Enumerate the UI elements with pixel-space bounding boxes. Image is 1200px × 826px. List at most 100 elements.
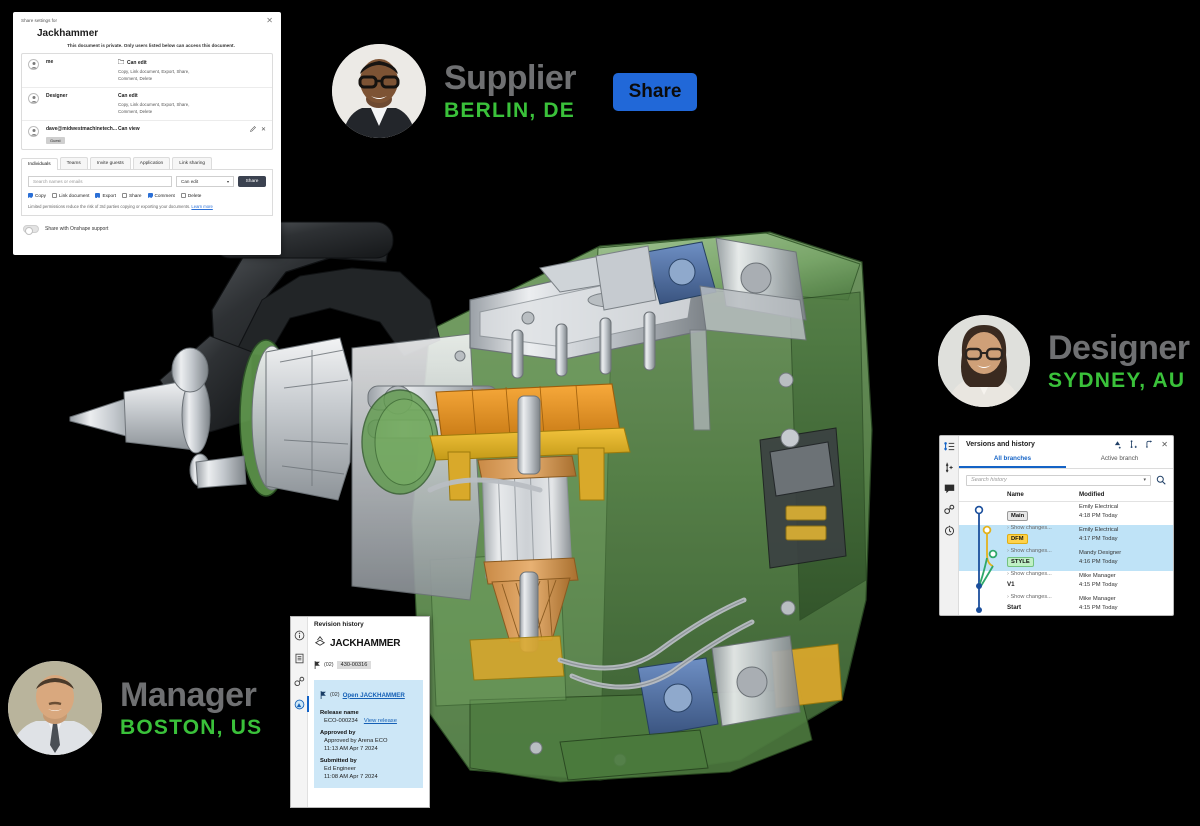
chevron-down-icon: ▾ bbox=[226, 179, 229, 185]
create-version-icon[interactable] bbox=[1113, 440, 1122, 449]
checkbox-link-document[interactable]: Link document bbox=[51, 193, 89, 199]
info-icon[interactable] bbox=[293, 629, 305, 641]
checkbox-box[interactable] bbox=[147, 193, 153, 199]
tab-teams[interactable]: Teams bbox=[59, 157, 88, 170]
versions-panel-title: Versions and history bbox=[966, 441, 1035, 448]
branch-badge[interactable]: Main bbox=[1007, 511, 1029, 521]
share-user-row[interactable]: Designer Can edit Copy, Link document, E… bbox=[22, 88, 272, 122]
link-icon[interactable] bbox=[293, 675, 305, 687]
permission-label: Can view bbox=[118, 126, 140, 133]
revision-number: (02) bbox=[324, 662, 334, 668]
history-clock-icon[interactable] bbox=[943, 524, 956, 537]
tab-individuals[interactable]: Individuals bbox=[21, 158, 58, 171]
history-search-input[interactable]: Search history ▾ bbox=[966, 474, 1151, 486]
support-toggle[interactable] bbox=[23, 225, 39, 235]
checkbox-delete[interactable]: Delete bbox=[180, 193, 201, 199]
share-user-permission: Can view bbox=[118, 126, 250, 132]
revision-history-panel[interactable]: Revision history JACKHAMMER (02) 430-003… bbox=[290, 616, 430, 808]
checkbox-export[interactable]: Export bbox=[95, 193, 117, 199]
persona-supplier: Supplier BERLIN, DE bbox=[332, 44, 577, 138]
checkbox-label: Export bbox=[102, 193, 117, 199]
chevron-down-icon[interactable]: ▾ bbox=[1143, 477, 1146, 483]
version-row-main[interactable]: Main › Show changes... Emily Electrical … bbox=[959, 502, 1173, 531]
tab-invite-guests[interactable]: Invite guests bbox=[89, 157, 131, 170]
remove-user-icon[interactable]: ✕ bbox=[260, 127, 266, 134]
tab-all-branches[interactable]: All branches bbox=[959, 452, 1066, 468]
submitted-by-value: Ed Engineer bbox=[324, 766, 356, 772]
share-submit-button[interactable]: Share bbox=[238, 176, 266, 188]
document-icon[interactable] bbox=[293, 652, 305, 664]
show-changes-label: Show changes... bbox=[1010, 548, 1052, 554]
close-icon[interactable]: ✕ bbox=[266, 16, 273, 25]
show-changes-toggle[interactable]: › Show changes... bbox=[1007, 571, 1052, 577]
permission-select[interactable]: Can edit ▾ bbox=[176, 176, 234, 188]
support-toggle-label: Share with Onshape support bbox=[45, 226, 109, 233]
checkbox-share[interactable]: Share bbox=[122, 193, 142, 199]
version-time: 4:16 PM Today bbox=[1079, 559, 1118, 565]
branch-badge[interactable]: DFM bbox=[1007, 534, 1028, 544]
folder-icon bbox=[117, 59, 125, 66]
persona-role: Designer bbox=[1048, 328, 1190, 367]
close-icon[interactable]: ✕ bbox=[1161, 440, 1168, 449]
show-changes-toggle[interactable]: › Show changes... bbox=[1007, 525, 1052, 531]
version-row-style[interactable]: STYLE › Show changes... Mandy Designer 4… bbox=[959, 548, 1173, 577]
view-release-link[interactable]: View release bbox=[363, 718, 397, 724]
persona-role: Supplier bbox=[444, 58, 577, 97]
versions-panel-rail[interactable] bbox=[940, 436, 959, 615]
column-header-name: Name bbox=[1007, 491, 1024, 498]
restore-icon[interactable] bbox=[1145, 440, 1154, 449]
learn-more-link[interactable]: Learn more bbox=[191, 204, 213, 210]
supplier-avatar bbox=[332, 44, 426, 138]
show-changes-label: Show changes... bbox=[1010, 594, 1052, 600]
share-settings-dialog[interactable]: Share settings for ✕ Jackhammer This doc… bbox=[13, 12, 281, 255]
checkbox-box[interactable] bbox=[51, 193, 57, 199]
share-search-input[interactable]: Search names or emails bbox=[28, 176, 172, 188]
share-dialog-tabs[interactable]: Individuals Teams Invite guests Applicat… bbox=[21, 157, 273, 171]
add-version-icon[interactable] bbox=[943, 461, 956, 474]
version-row-v1[interactable]: V1 › Show changes... Mike Manager 4:15 P… bbox=[959, 571, 1173, 600]
version-row-dfm[interactable]: DFM › Show changes... Emily Electrical 4… bbox=[959, 525, 1173, 554]
checkbox-box[interactable] bbox=[122, 193, 128, 199]
checkbox-label: Share bbox=[129, 193, 142, 199]
version-name[interactable]: V1 bbox=[1007, 581, 1015, 588]
versions-panel-tabs[interactable]: All branches Active branch bbox=[959, 452, 1173, 469]
checkbox-copy[interactable]: Copy bbox=[28, 193, 46, 199]
open-part-link[interactable]: Open JACKHAMMER bbox=[342, 691, 405, 699]
tab-link-sharing[interactable]: Link sharing bbox=[172, 157, 213, 170]
version-name[interactable]: Start bbox=[1007, 604, 1022, 611]
support-toggle-row[interactable]: Share with Onshape support bbox=[13, 216, 281, 235]
checkbox-box[interactable] bbox=[95, 193, 101, 199]
search-icon[interactable] bbox=[1155, 474, 1167, 486]
checkbox-box[interactable] bbox=[28, 193, 33, 199]
revision-icon[interactable] bbox=[293, 696, 309, 712]
share-user-name: me bbox=[46, 59, 54, 65]
approved-by-value: Approved by Arena ECO bbox=[324, 738, 388, 744]
revision-panel-rail[interactable] bbox=[291, 617, 309, 807]
revision-panel-title: Revision history bbox=[314, 621, 364, 628]
checkbox-box[interactable] bbox=[180, 193, 186, 199]
show-changes-toggle[interactable]: › Show changes... bbox=[1007, 594, 1052, 600]
share-dialog-subtitle: This document is private. Only users lis… bbox=[67, 43, 235, 48]
branch-badge[interactable]: STYLE bbox=[1007, 557, 1034, 567]
tab-application[interactable]: Application bbox=[132, 157, 171, 170]
part-name: JACKHAMMER bbox=[330, 637, 401, 649]
approved-by-label: Approved by bbox=[320, 730, 356, 736]
tab-active-branch[interactable]: Active branch bbox=[1100, 455, 1139, 462]
versions-rows[interactable]: Main › Show changes... Emily Electrical … bbox=[959, 502, 1173, 615]
persona-location: BOSTON, US bbox=[120, 715, 263, 739]
share-user-row[interactable]: dave@midwestmachinetech... Can view ✕ Gu… bbox=[22, 121, 272, 149]
show-changes-toggle[interactable]: › Show changes... bbox=[1007, 548, 1052, 554]
share-user-permission-detail: Copy, Link document, Export, Share, Comm… bbox=[118, 102, 190, 114]
edit-pencil-icon[interactable] bbox=[250, 126, 256, 134]
share-user-row[interactable]: me Can edit Copy, Link document, Export,… bbox=[22, 54, 272, 89]
versions-list-icon[interactable] bbox=[943, 440, 956, 453]
share-button[interactable]: Share bbox=[613, 73, 697, 111]
release-name-label: Release name bbox=[320, 710, 359, 716]
checkbox-comment[interactable]: Comment bbox=[147, 193, 175, 199]
versions-and-history-panel[interactable]: Versions and history ✕ All branches A bbox=[939, 435, 1174, 616]
create-branch-icon[interactable] bbox=[1129, 440, 1138, 449]
link-icon[interactable] bbox=[943, 503, 956, 516]
comment-icon[interactable] bbox=[943, 482, 956, 495]
version-row-start[interactable]: Start Mike Manager 4:15 PM Today bbox=[959, 594, 1173, 615]
